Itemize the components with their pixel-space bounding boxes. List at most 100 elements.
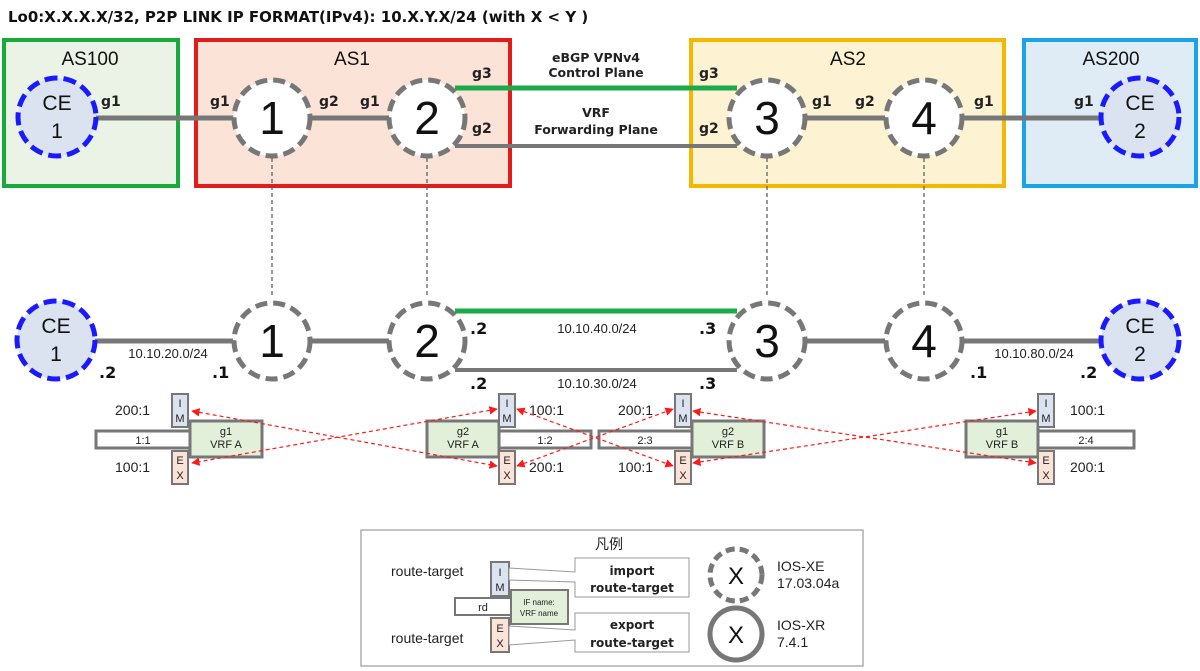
- r2-g1-label: g1: [360, 94, 380, 110]
- export-rt-r3: 100:1: [618, 459, 653, 475]
- host-ce2: .2: [1080, 363, 1097, 382]
- legend-ex-x: X: [496, 638, 504, 650]
- ex-x-r4: X: [1042, 470, 1050, 482]
- legend-vrf-name: VRF name: [520, 609, 559, 618]
- legend: 凡例 route-target route-target rd IF name:…: [360, 529, 864, 667]
- vrf-name-r4: VRF B: [986, 439, 1018, 451]
- im-i-r2: I: [505, 398, 508, 410]
- import-rt-r3: 200:1: [618, 402, 653, 418]
- im-m-r3: M: [678, 413, 687, 425]
- legend-im-m: M: [495, 582, 504, 594]
- ce2-mid-num: 2: [1134, 343, 1146, 366]
- control-plane-label-2: Control Plane: [548, 65, 643, 80]
- ce1-g1-label: g1: [101, 94, 121, 110]
- r2-g2-label: g2: [472, 121, 492, 137]
- host-r3-bot: .3: [699, 374, 716, 393]
- ce1-top-num: 1: [51, 120, 63, 143]
- legend-iosxe-symbol: [707, 546, 765, 604]
- legend-if-name: IF name:: [523, 598, 555, 607]
- ex-e-r2: E: [503, 455, 510, 467]
- net-ce2-label: 10.10.80.0/24: [994, 346, 1074, 361]
- ce2-g1-label: g1: [1074, 94, 1094, 110]
- r1-mid-label: 1: [259, 315, 285, 367]
- r3-g3-label: g3: [699, 66, 719, 82]
- im-m-r1: M: [175, 413, 184, 425]
- legend-import-1: import: [609, 564, 654, 578]
- as200-label: AS200: [1082, 49, 1139, 70]
- legend-import-2: route-target: [590, 581, 674, 595]
- vrf-name-r3: VRF B: [712, 439, 744, 451]
- legend-export-1: export: [610, 618, 655, 632]
- r1-g2-label: g2: [319, 94, 339, 110]
- vrf-iface-r3: g2: [722, 426, 734, 438]
- legend-title: 凡例: [595, 536, 623, 552]
- net-40-label: 10.10.40.0/24: [557, 321, 637, 336]
- r3-top-node: [726, 77, 808, 159]
- ex-e-r4: E: [1042, 455, 1049, 467]
- im-i-r1: I: [178, 398, 181, 410]
- vrf-block-r3: 2:3 g2 VRF B I M E X 200:1 100:1: [597, 393, 766, 485]
- ce1-top-label: CE: [42, 92, 71, 115]
- host-r4: .1: [970, 363, 987, 382]
- host-r2-top: .2: [470, 319, 487, 338]
- legend-xr-2: 7.4.1: [777, 634, 808, 650]
- r3-g2-label: g2: [699, 121, 719, 137]
- vrf-name-r2: VRF A: [447, 439, 479, 451]
- legend-import-callout: [508, 557, 690, 598]
- im-box-r2: [498, 393, 516, 428]
- vrf-name-r1: VRF A: [210, 439, 242, 451]
- rd-r4: 2:4: [1078, 435, 1093, 447]
- ce1-mid-node: [14, 298, 98, 382]
- legend-rt-top: route-target: [391, 563, 463, 579]
- im-box-r1: [171, 393, 189, 428]
- im-box-r3: [674, 393, 692, 428]
- r4-top-node: [883, 77, 965, 159]
- legend-rd: rd: [478, 602, 488, 614]
- r1-g1-label: g1: [210, 94, 230, 110]
- r4-g1-label: g1: [974, 94, 994, 110]
- r1-mid-node: [231, 300, 313, 382]
- legend-ex-e: E: [496, 623, 503, 635]
- r3-top-label: 3: [754, 92, 780, 144]
- ce2-mid-label: CE: [1125, 315, 1154, 338]
- host-ce1: .2: [99, 363, 116, 382]
- export-rt-r4: 200:1: [1070, 459, 1105, 475]
- ex-box-r1: [171, 450, 189, 485]
- host-r2-bot: .2: [470, 374, 487, 393]
- as1-label: AS1: [334, 49, 370, 70]
- r1-top-label: 1: [259, 92, 285, 144]
- r4-top-label: 4: [911, 92, 937, 144]
- vrf-block-r4: g1 VRF B 2:4 I M E X 100:1 200:1: [964, 393, 1136, 485]
- r4-mid-node: [883, 300, 965, 382]
- legend-export-callout: [508, 612, 690, 653]
- ex-e-r1: E: [176, 455, 183, 467]
- legend-vrf-box: [510, 589, 569, 625]
- legend-xr-1: IOS-XR: [777, 617, 825, 633]
- vrf-iface-r1: g1: [220, 426, 232, 438]
- vrf-block-r1: 1:1 g1 VRF A I M E X 200:1 100:1: [94, 393, 264, 485]
- import-rt-r4: 100:1: [1070, 402, 1105, 418]
- ex-x-r1: X: [176, 470, 184, 482]
- import-rt-r2: 100:1: [529, 402, 564, 418]
- export-rt-r1: 100:1: [115, 459, 150, 475]
- im-box-r4: [1037, 393, 1055, 428]
- r2-mid-label: 2: [414, 315, 440, 367]
- host-r1: .1: [212, 363, 229, 382]
- ex-box-r3: [674, 450, 692, 485]
- r2-top-node: [386, 77, 468, 159]
- ce2-top-num: 2: [1134, 120, 1146, 143]
- r4-mid-label: 4: [911, 315, 937, 367]
- im-m-r4: M: [1041, 413, 1050, 425]
- r3-mid-node: [726, 300, 808, 382]
- legend-iosxe-x: X: [728, 563, 744, 590]
- ce1-mid-label: CE: [41, 315, 70, 338]
- rt-arrow-r3-export-r4-import: [692, 407, 1037, 467]
- rd-r3: 2:3: [637, 435, 652, 447]
- ce2-top-node: [1098, 75, 1182, 159]
- forwarding-plane-label-2: Forwarding Plane: [534, 122, 658, 137]
- r4-g2-label: g2: [855, 94, 875, 110]
- control-plane-label-1: eBGP VPNv4: [552, 50, 640, 65]
- net-30-label: 10.10.30.0/24: [557, 376, 637, 391]
- host-r3-top: .3: [699, 319, 716, 338]
